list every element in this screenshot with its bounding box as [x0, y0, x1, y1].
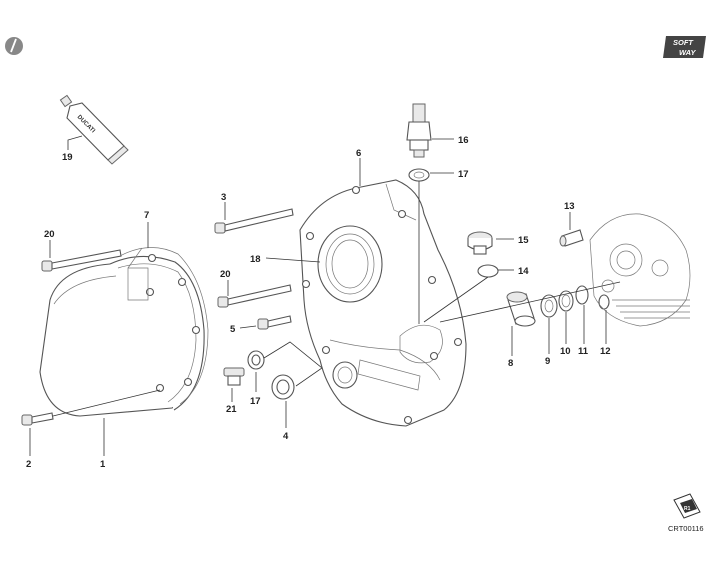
svg-text:R1: R1 [684, 506, 691, 512]
cover-gasket [119, 247, 209, 405]
washer-17-lower [247, 350, 265, 370]
drain-plug-21 [223, 367, 245, 386]
callout-15: 15 [518, 235, 529, 246]
seal-4 [271, 374, 295, 400]
o-ring-14 [477, 264, 499, 278]
page-marker-icon [5, 37, 23, 55]
circlip-11 [575, 285, 589, 305]
filler-cap-15 [467, 231, 493, 255]
callout-11: 11 [578, 346, 589, 357]
sealant-tube-icon: DUCATI [59, 94, 129, 165]
softway-logo: SOFT WAY [663, 36, 706, 58]
bolt-2 [21, 389, 161, 426]
callout-19: 19 [62, 152, 73, 163]
bolt-20-lower [217, 284, 292, 308]
callout-labels: 1 2 4 5 3 6 7 8 9 10 11 12 13 14 15 16 1… [26, 135, 611, 470]
revision-stamp-icon: R1 [673, 493, 701, 519]
engine-block-fragment [589, 213, 691, 327]
washer-17-upper [408, 168, 430, 182]
bolt-20-upper [41, 249, 122, 272]
callout-2: 2 [26, 459, 31, 470]
callout-17-upper: 17 [458, 169, 469, 180]
svg-text:WAY: WAY [679, 48, 697, 57]
callout-7: 7 [144, 210, 149, 221]
callout-16: 16 [458, 135, 469, 146]
callout-1: 1 [100, 459, 106, 470]
callout-10: 10 [560, 346, 571, 357]
callout-13: 13 [564, 201, 575, 212]
svg-text:SOFT: SOFT [673, 38, 694, 47]
callout-20-lower: 20 [220, 269, 231, 280]
ring-10 [558, 290, 574, 312]
leader-lines [29, 135, 607, 456]
callout-17-lower: 17 [250, 396, 261, 407]
callout-21: 21 [226, 404, 237, 415]
bolt-3 [214, 208, 294, 234]
drawing-code: CRT00116 [668, 524, 704, 533]
callout-9: 9 [545, 356, 550, 367]
ring-9 [540, 294, 558, 318]
clutch-cover [39, 253, 205, 417]
callout-8: 8 [508, 358, 513, 369]
callout-3: 3 [221, 192, 226, 203]
sensor-16 [406, 103, 432, 158]
callout-12: 12 [600, 346, 611, 357]
callout-14: 14 [518, 266, 529, 277]
circlip-12 [598, 294, 610, 310]
callout-18: 18 [250, 254, 261, 265]
callout-20-upper: 20 [44, 229, 55, 240]
bolt-5 [257, 315, 292, 330]
bushing-8 [506, 291, 536, 327]
callout-5: 5 [230, 324, 236, 335]
engine-case-cover [299, 179, 467, 427]
callout-6: 6 [356, 148, 361, 159]
dowel-pin-13 [559, 229, 584, 247]
callout-4: 4 [283, 431, 289, 442]
